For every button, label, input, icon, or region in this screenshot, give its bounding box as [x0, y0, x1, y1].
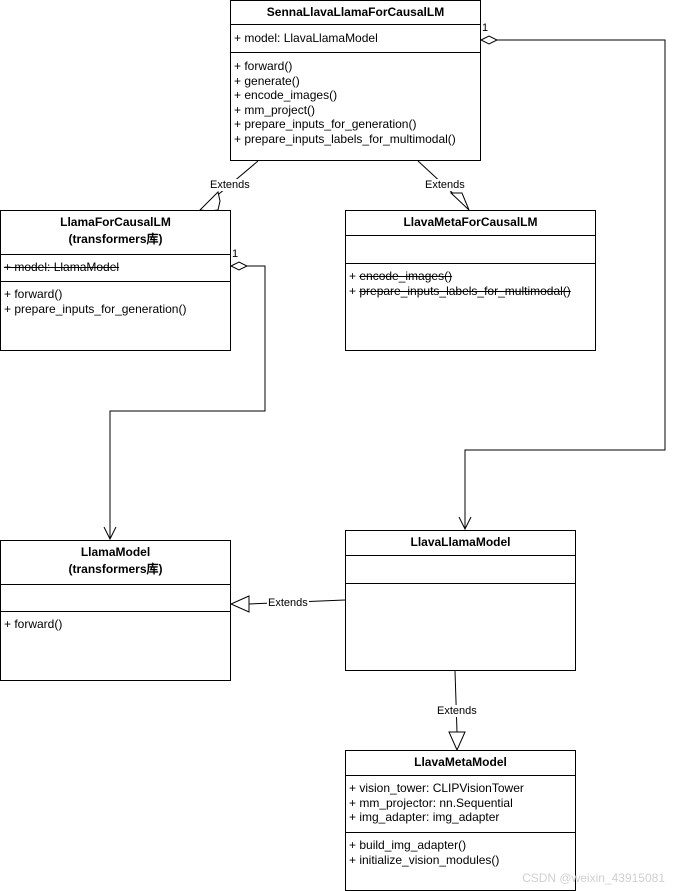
class-llava-meta-model: LlavaMetaModel + vision_tower: CLIPVisio… — [345, 750, 576, 891]
divider — [1, 254, 230, 255]
method: + forward() — [234, 59, 293, 73]
class-subtitle: (transformers库) — [68, 232, 163, 246]
divider — [346, 775, 575, 776]
method: + build_img_adapter() — [349, 838, 467, 852]
class-name: LlavaMetaModel — [414, 755, 507, 769]
divider — [1, 584, 230, 585]
class-name: LlavaLlamaModel — [410, 535, 511, 549]
multiplicity-label: 1 — [482, 22, 489, 34]
attribute: + model: LlavaLlamaModel — [234, 31, 378, 45]
attributes-section: + model: LlamaModel — [4, 260, 227, 275]
divider — [231, 52, 480, 53]
method: + encode_images() — [349, 269, 453, 283]
method: + prepare_inputs_labels_for_multimodal() — [349, 283, 571, 298]
method: + initialize_vision_modules() — [349, 852, 500, 867]
multiplicity-label: 1 — [232, 248, 239, 260]
class-title: LlamaModel — [80, 545, 151, 559]
method: + prepare_inputs_for_generation() — [4, 301, 187, 316]
method: + mm_project() — [234, 102, 316, 117]
attribute: + img_adapter: img_adapter — [349, 810, 500, 824]
edge-llamaforcausallm-aggregates-llamamodel — [103, 261, 266, 541]
method-name: prepare_inputs_labels_for_multimodal() — [359, 283, 571, 298]
watermark: CSDN @weixin_43915081 — [522, 871, 665, 885]
class-name: LlavaMetaForCausalLM — [403, 215, 538, 229]
method: + generate() — [234, 73, 300, 88]
attribute: + mm_projector: nn.Sequential — [349, 795, 513, 810]
method: + prepare_inputs_for_generation() — [234, 117, 417, 131]
extends-label: Extends — [209, 179, 251, 191]
divider — [1, 281, 230, 282]
method: + forward() — [4, 287, 63, 301]
divider — [346, 583, 575, 584]
methods-section: + forward() + generate() + encode_images… — [234, 59, 477, 146]
method: + forward() — [4, 617, 63, 631]
methods-section: + encode_images() + prepare_inputs_label… — [349, 269, 592, 298]
class-name: LlamaForCausalLM (transformers库) — [1, 211, 230, 248]
class-name: LlamaModel (transformers库) — [1, 541, 230, 578]
method: + encode_images() — [234, 88, 338, 102]
divider — [346, 832, 575, 833]
class-name: SennaLlavaLlamaForCausalLM — [266, 5, 445, 19]
methods-section: + forward() — [4, 617, 227, 632]
divider — [346, 263, 595, 264]
class-title: LlamaForCausalLM — [60, 215, 171, 229]
attribute: + model: LlamaModel — [4, 260, 120, 274]
edge-senna-aggregates-llavallamamodel — [458, 35, 666, 531]
edge-llavallamamodel-extends-llavametamodel — [448, 670, 466, 752]
methods-section: + forward() + prepare_inputs_for_generat… — [4, 287, 227, 316]
method-name: encode_images() — [359, 269, 453, 283]
methods-section: + build_img_adapter() + initialize_visio… — [349, 838, 572, 867]
divider — [346, 235, 595, 236]
class-llava-meta-for-causal-lm: LlavaMetaForCausalLM + encode_images() +… — [345, 210, 596, 351]
divider — [346, 555, 575, 556]
extends-label: Extends — [424, 179, 466, 191]
class-llama-model: LlamaModel (transformers库) + forward() — [0, 540, 231, 681]
method: + prepare_inputs_labels_for_multimodal() — [234, 131, 456, 146]
class-llava-llama-model: LlavaLlamaModel — [345, 530, 576, 671]
attributes-section: + model: LlavaLlamaModel — [234, 31, 477, 46]
class-senna-llava-llama-for-causal-lm: SennaLlavaLlamaForCausalLM + model: Llav… — [230, 0, 481, 161]
extends-label: Extends — [436, 705, 478, 717]
divider — [231, 24, 480, 25]
divider — [1, 611, 230, 612]
class-llama-for-causal-lm: LlamaForCausalLM (transformers库) + model… — [0, 210, 231, 351]
attributes-section: + vision_tower: CLIPVisionTower + mm_pro… — [349, 781, 572, 825]
extends-label: Extends — [267, 597, 309, 609]
class-subtitle: (transformers库) — [68, 562, 163, 576]
attribute: + vision_tower: CLIPVisionTower — [349, 781, 524, 795]
